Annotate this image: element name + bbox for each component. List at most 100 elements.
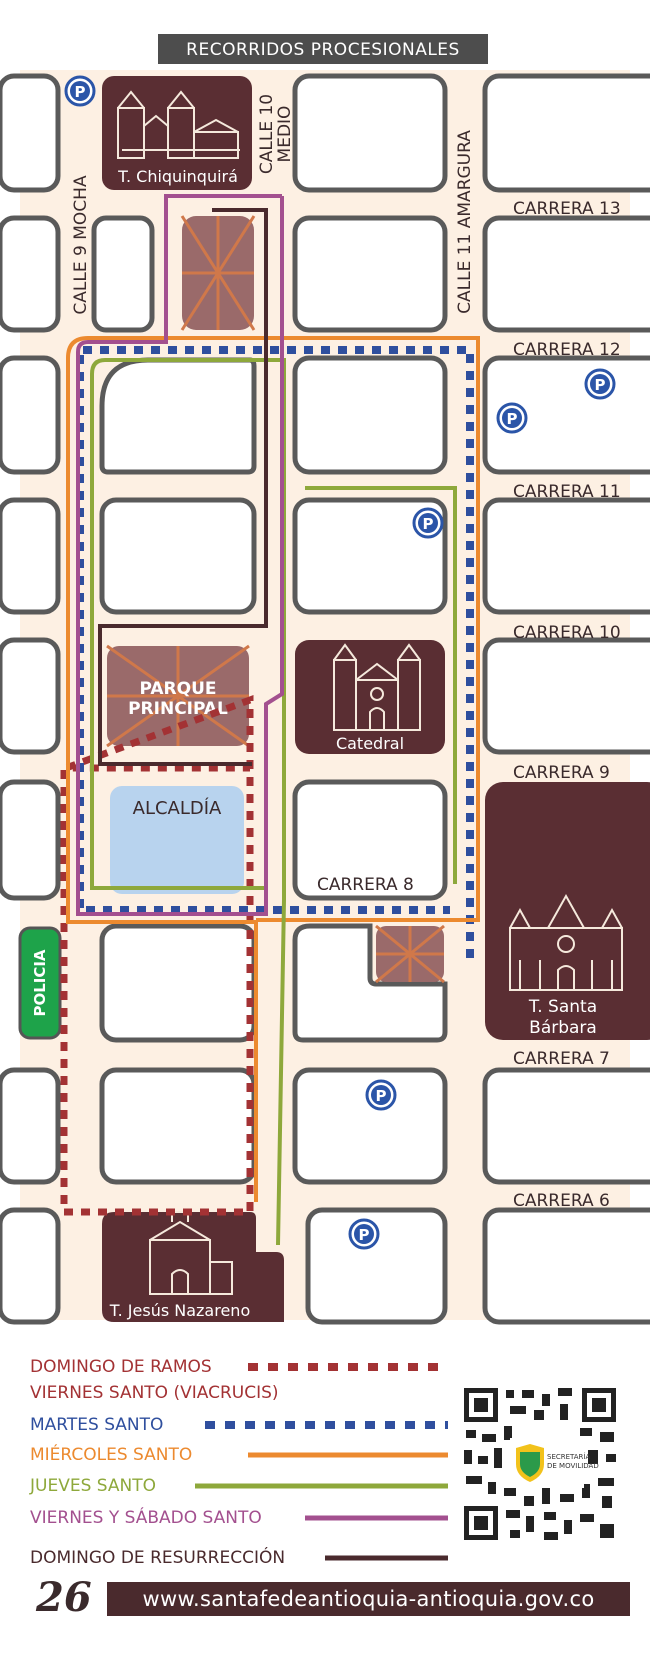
chiquinquira-church xyxy=(102,76,252,190)
parking-icon: P xyxy=(496,402,528,434)
city-block xyxy=(292,355,448,475)
qr-code[interactable]: SECRETARÍA DE MOVILIDAD xyxy=(460,1384,620,1544)
parking-symbol: P xyxy=(359,1226,370,1244)
legend-item: DOMINGO DE RAMOS xyxy=(30,1355,212,1379)
city-block xyxy=(305,1207,448,1325)
qr-caption-line2: DE MOVILIDAD xyxy=(547,1462,599,1470)
street-label-carrera-11: CARRERA 11 xyxy=(513,482,621,502)
city-blocks xyxy=(0,73,650,1325)
policia-station xyxy=(18,926,62,1040)
qr-caption-line1: SECRETARÍA xyxy=(547,1452,590,1461)
street-label-carrera-13: CARRERA 13 xyxy=(513,199,621,219)
city-block xyxy=(482,1207,650,1325)
city-block xyxy=(292,497,448,615)
street-label-carrera-6: CARRERA 6 xyxy=(513,1191,610,1211)
legend-item: JUEVES SANTO xyxy=(30,1474,156,1498)
city-block xyxy=(292,73,448,193)
parking-icon: P xyxy=(584,368,616,400)
alcaldia-building xyxy=(110,786,244,894)
city-block xyxy=(482,215,650,333)
route-viernes-sabado-santo xyxy=(76,194,284,916)
page-number: 26 xyxy=(36,1574,92,1621)
church-icon xyxy=(117,90,240,159)
street-label-carrera-8: CARRERA 8 xyxy=(317,875,414,895)
city-block xyxy=(99,357,257,475)
parking-icon: P xyxy=(412,507,444,539)
legend-label-miercoles-santo: MIÉRCOLES SANTO xyxy=(30,1445,193,1465)
city-block xyxy=(292,1067,448,1185)
catedral-label: Catedral xyxy=(336,734,404,753)
parking-symbol: P xyxy=(507,410,518,428)
city-block xyxy=(292,779,448,901)
church-icon xyxy=(509,893,623,991)
street-label-calle-10-line2: MEDIO xyxy=(275,106,295,163)
city-block xyxy=(0,215,61,333)
city-block xyxy=(0,497,61,615)
legend-label-domingo-de-resurreccion: DOMINGO DE RESURRECCIÓN xyxy=(30,1548,286,1568)
legend-label-domingo-de-ramos: DOMINGO DE RAMOS xyxy=(30,1357,212,1377)
plaza-south xyxy=(375,924,445,984)
city-block xyxy=(482,73,650,193)
parking-symbol: P xyxy=(75,83,86,101)
street-label-carrera-12: CARRERA 12 xyxy=(513,340,621,360)
santa-barbara-label-line1: T. Santa xyxy=(528,997,597,1017)
parque-principal: PARQUE PRINCIPAL xyxy=(106,644,250,748)
city-block xyxy=(91,215,155,333)
santa-barbara-church xyxy=(485,782,650,1040)
street-label-calle-10-line1: CALLE 10 xyxy=(257,94,277,174)
legend-item: VIERNES SANTO (VIACRUCIS) xyxy=(30,1381,279,1405)
street-label-calle-11: CALLE 11 AMARGURA xyxy=(455,130,475,314)
route-miercoles-santo xyxy=(66,336,480,1202)
city-block xyxy=(292,215,448,333)
parque-label-line2: PRINCIPAL xyxy=(128,699,228,719)
parking-symbol: P xyxy=(423,515,434,533)
routes xyxy=(60,194,480,1246)
jesus-nazareno-church xyxy=(102,1212,284,1322)
chiquinquira-label: T. Chiquinquirá xyxy=(117,167,238,186)
street-label-carrera-9: CARRERA 9 xyxy=(513,763,610,783)
city-block xyxy=(0,73,61,193)
city-block xyxy=(99,1067,257,1185)
legend-label-martes-santo: MARTES SANTO xyxy=(30,1415,164,1435)
church-icon xyxy=(149,1211,233,1295)
jesus-nazareno-label: T. Jesús Nazareno xyxy=(109,1301,250,1320)
legend-item: VIERNES Y SÁBADO SANTO xyxy=(30,1506,262,1530)
city-block xyxy=(0,779,61,901)
street-label-carrera-7: CARRERA 7 xyxy=(513,1049,610,1069)
city-block xyxy=(99,497,257,615)
route-domingo-de-ramos xyxy=(60,694,254,1216)
parking-icon: P xyxy=(348,1218,380,1250)
alcaldia-label: ALCALDÍA xyxy=(133,797,222,819)
city-block xyxy=(0,1207,61,1325)
city-block xyxy=(292,923,448,1043)
street-label-calle-9: CALLE 9 MOCHA xyxy=(71,175,91,315)
website-url[interactable]: www.santafedeantioquia-antioquia.gov.co xyxy=(107,1582,630,1616)
city-block xyxy=(482,497,650,615)
parking-symbol: P xyxy=(376,1087,387,1105)
parking-symbol: P xyxy=(595,376,606,394)
title-bar xyxy=(158,34,488,64)
santa-barbara-label-line2: Bárbara xyxy=(529,1018,597,1038)
policia-label: POLICIA xyxy=(31,949,49,1016)
map-title: RECORRIDOS PROCESIONALES xyxy=(186,40,460,60)
city-block xyxy=(99,923,257,1043)
catedral-building xyxy=(295,640,445,754)
parking-icon: P xyxy=(365,1079,397,1111)
legend-item: MARTES SANTO xyxy=(30,1413,163,1437)
city-block xyxy=(482,1067,650,1185)
legend-label-viernes-santo: VIERNES SANTO (VIACRUCIS) xyxy=(30,1383,279,1403)
legend-label-viernes-sabado-santo: VIERNES Y SÁBADO SANTO xyxy=(30,1508,262,1528)
city-block xyxy=(0,637,61,755)
parque-label-line1: PARQUE xyxy=(139,679,216,699)
city-block xyxy=(482,637,650,755)
legend-label-jueves-santo: JUEVES SANTO xyxy=(30,1476,156,1496)
city-block xyxy=(0,355,61,475)
street-label-carrera-10: CARRERA 10 xyxy=(513,623,621,643)
legend-item: DOMINGO DE RESURRECCIÓN xyxy=(30,1546,285,1570)
route-domingo-de-resurreccion xyxy=(98,208,268,766)
cathedral-icon xyxy=(333,643,421,731)
legend-item: MIÉRCOLES SANTO xyxy=(30,1443,192,1467)
legend-swatches xyxy=(195,1363,448,1561)
route-jueves-santo xyxy=(90,358,457,1246)
